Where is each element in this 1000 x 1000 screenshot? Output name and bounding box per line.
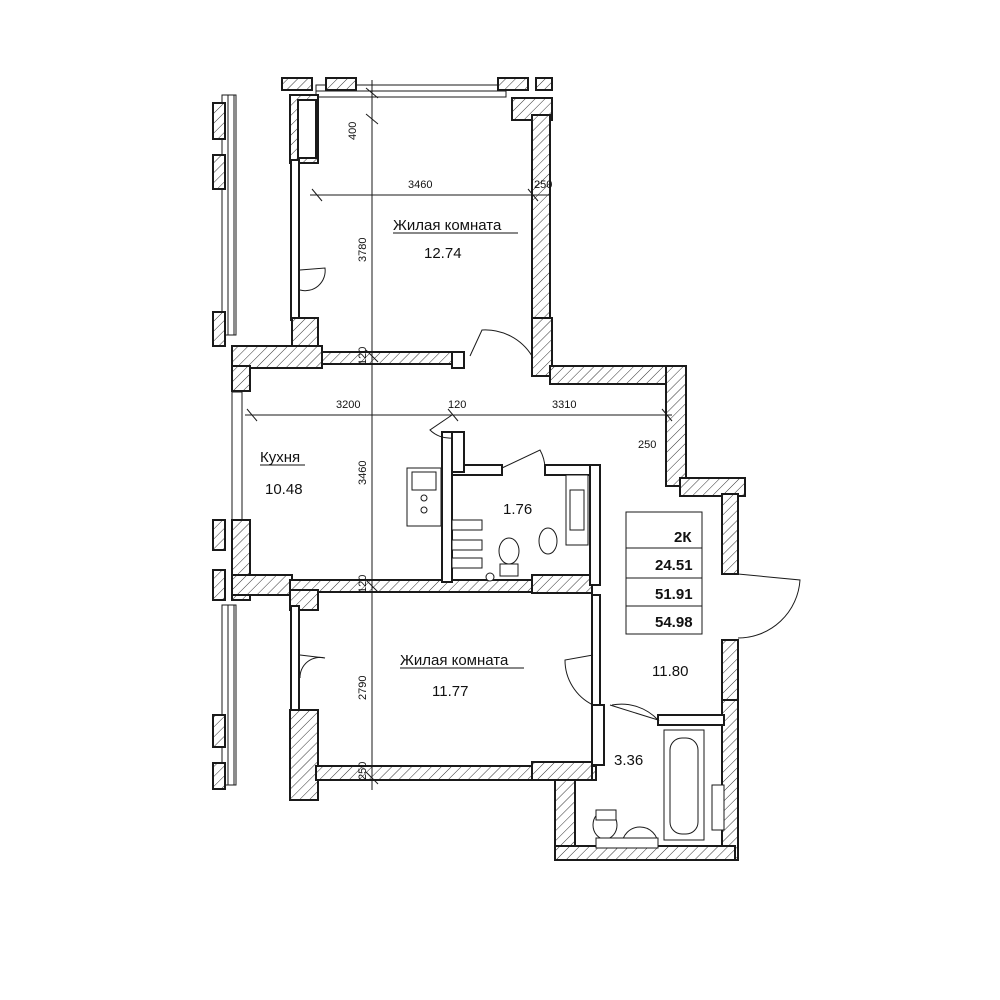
bath-small-area: 1.76: [503, 501, 532, 518]
living-room-2-name: Жилая комната: [400, 652, 509, 669]
room-labels: Жилая комната 12.74 Кухня 10.48 1.76 Жил…: [260, 217, 688, 769]
balcony-top: [212, 94, 237, 347]
exterior-walls: [231, 94, 746, 861]
area-with-balcony-value: 54.98: [655, 614, 693, 631]
kitchen-name: Кухня: [260, 449, 300, 466]
doors: [299, 267, 801, 722]
bath-area: 3.36: [614, 752, 643, 769]
hall-area: 11.80: [652, 663, 688, 680]
living-room-2-area: 11.77: [432, 683, 468, 700]
living-area-value: 24.51: [655, 557, 693, 574]
living-room-1-area: 12.74: [424, 245, 462, 262]
dim-250-right: 250: [638, 439, 656, 451]
dim-400: 400: [347, 122, 359, 140]
dim-3460-top: 3460: [408, 179, 432, 191]
dim-2790: 2790: [357, 676, 369, 700]
dim-120-c: 120: [357, 575, 369, 593]
balcony-bottom: [212, 519, 237, 790]
dimension-lines: [245, 80, 673, 790]
kitchen-window: [231, 391, 243, 523]
dim-3310: 3310: [552, 399, 576, 411]
dim-3200: 3200: [336, 399, 360, 411]
dim-120-a: 120: [357, 347, 369, 365]
dim-3780: 3780: [357, 238, 369, 262]
apartment-type: 2К: [674, 529, 692, 546]
info-box: 2К 24.51 51.91 54.98: [625, 511, 703, 635]
kitchen-area: 10.48: [265, 481, 303, 498]
top-window: [281, 77, 553, 98]
dim-120-b: 120: [448, 399, 466, 411]
dim-250-bottom: 250: [357, 762, 369, 780]
living-room-1-name: Жилая комната: [393, 217, 502, 234]
total-area-value: 51.91: [655, 586, 693, 603]
dim-250-top: 250: [534, 179, 552, 191]
bath-fixtures: [592, 729, 725, 849]
bath-small-fixtures: [451, 474, 589, 582]
dimension-texts: 400 3460 250 3780 120 3200 120 3310 250 …: [336, 122, 656, 780]
kitchen-fixtures: [406, 467, 442, 527]
dim-3460-kitchen: 3460: [357, 461, 369, 485]
